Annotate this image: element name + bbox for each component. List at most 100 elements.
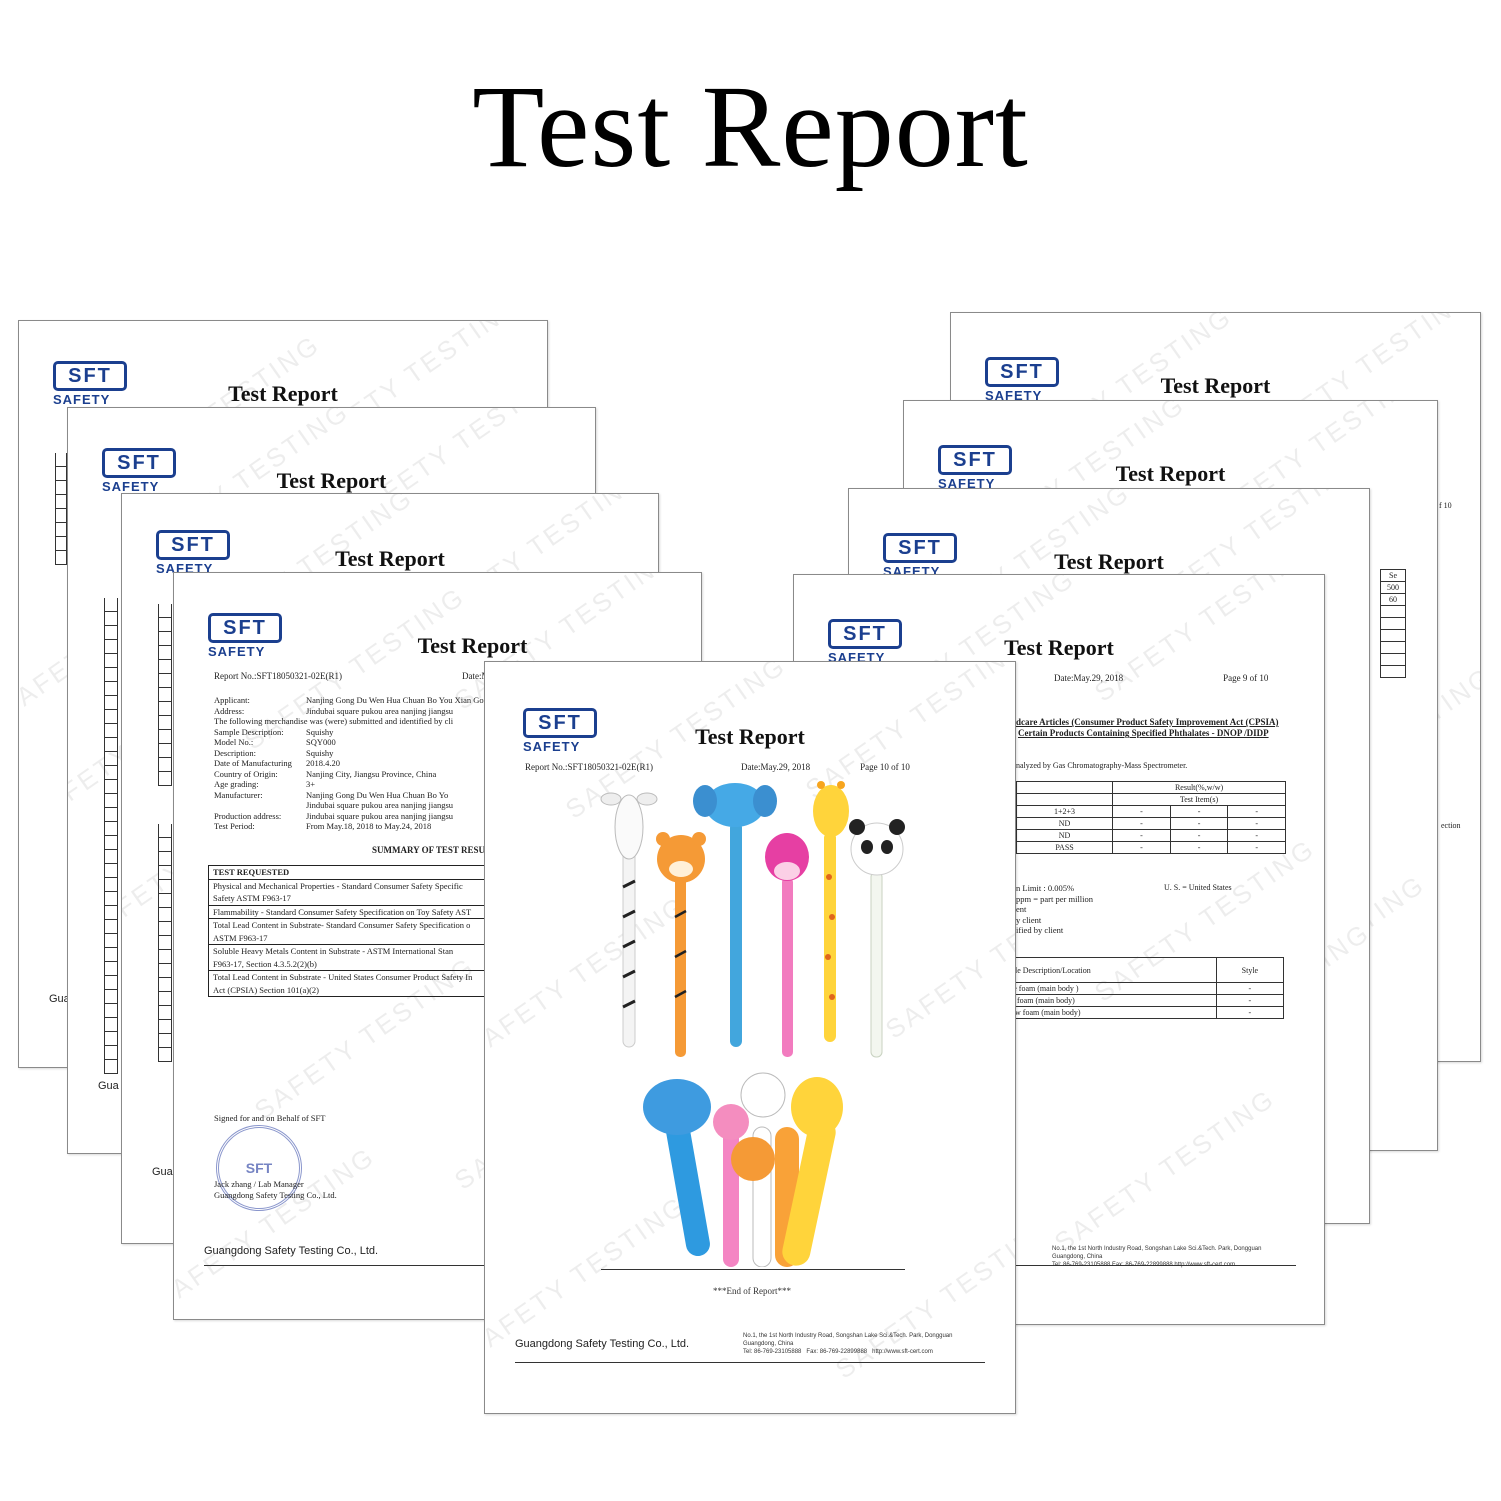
field-label: Applicant: (214, 695, 250, 705)
field-label: Production address: (214, 810, 282, 821)
field-value: Squishy (306, 726, 334, 737)
field-value: From May.18, 2018 to May.24, 2018 (306, 821, 432, 831)
footer-company: Guangdong Safety Testing Co., Ltd. (515, 1338, 690, 1350)
sheet-title: Test Report (1160, 373, 1271, 398)
field-row: Description:Squishy (214, 748, 492, 759)
field-value: Jindubai square pukou area nanjing jiang… (306, 810, 454, 821)
field-label: Description: (214, 747, 257, 758)
field-value: 3+ (306, 779, 316, 789)
footer-company: Gua (152, 1166, 173, 1178)
field-value: Nanjing Gong Du Wen Hua Chuan Bo Yo (306, 789, 449, 800)
report-meta: Report No.:SFT18050321-02E(R1) Date:May.… (214, 671, 511, 681)
field-value: Jindubai square pukou area nanjing jiang… (306, 705, 454, 716)
test-row: Total Lead Content in Substrate- Standar… (209, 918, 701, 932)
table-fragment (158, 604, 172, 786)
footer-rule (1016, 1265, 1296, 1266)
section-heading: dcare Articles (Consumer Product Safety … (1016, 717, 1279, 727)
sheet-title: Test Report (276, 468, 387, 493)
footer-address: No.1, the 1st North Industry Road, Songs… (1052, 1246, 1262, 1268)
test-row: Act (CPSIA) Section 101(a)(2) (213, 984, 319, 995)
report-number: Report No.:SFT18050321-02E(R1) (525, 762, 653, 772)
note-line: ppm = part per million (1016, 893, 1094, 904)
table-fragment (55, 453, 67, 565)
page-title: Test Report (472, 61, 1029, 192)
field-row: Date of Manufacturing 2018.4.20 (214, 758, 492, 769)
footer-company: Gua (98, 1080, 119, 1092)
field-label: Country of Origin: (214, 768, 278, 779)
note-line: n Limit : 0.005% (1016, 883, 1075, 893)
table-fragment (158, 824, 172, 1062)
report-number: Report No.:SFT18050321-02E(R1) (214, 671, 342, 681)
field-label (214, 800, 306, 811)
report-date: Date:May.29, 2018 (741, 762, 811, 772)
test-row: F963-17, Section 4.3.5.2(2)(b) (213, 958, 317, 969)
field-label: Test Period: (214, 821, 255, 831)
footer-company: Guangdong Safety Testing Co., Ltd. (204, 1245, 379, 1257)
photo-rule (601, 1269, 905, 1270)
field-label: The following merchandise was (were) sub… (214, 716, 454, 726)
footer-rule (204, 1265, 684, 1266)
us-note: U. S. = United States (1164, 883, 1232, 892)
report-meta: Report No.:SFT18050321-02E(R1) Date:May.… (525, 762, 910, 772)
signer: Jack zhang / Lab Manager Guangdong Safet… (214, 1179, 337, 1200)
sheet-title: Test Report (228, 381, 338, 406)
table-fragment (104, 598, 118, 1074)
field-row: Model No.: SQY000 (214, 737, 492, 748)
signed-label: Signed for and on Behalf of SFT (214, 1113, 326, 1123)
footer-rule (515, 1362, 985, 1363)
page-number: Page 10 of 10 (860, 762, 910, 772)
footer-company: Gua (49, 993, 70, 1005)
result-table: Result(%,w/w) Test Item(s) 1+2+3--- ND--… (1015, 781, 1286, 854)
field-label: Date of Manufacturing (214, 758, 292, 768)
field-value: 2018.4.20 (306, 758, 340, 768)
test-row: Total Lead Content in Substrate - United… (209, 970, 701, 984)
field-row: Jindubai square pukou area nanjing jiang… (214, 800, 492, 811)
end-of-report: ***End of Report*** (713, 1286, 791, 1296)
field-row: Manufacturer:Nanjing Gong Du Wen Hua Chu… (214, 790, 492, 801)
field-label: Address: (214, 705, 245, 716)
section-heading: Certain Products Containing Specified Ph… (1018, 728, 1269, 738)
field-label: Age grading: (214, 779, 259, 789)
field-value: Jindubai square pukou area nanjing jiang… (306, 800, 454, 810)
field-value: SQY000 (306, 737, 336, 747)
sheet-title: Test Report (1004, 635, 1114, 660)
sheet-title: Test Report (695, 724, 805, 749)
sheet-title: Test Report (417, 633, 528, 658)
field-row: Sample Description: Squishy (214, 727, 492, 738)
field-row: Production address: Jindubai square pukou… (214, 811, 492, 822)
field-label: Model No.: (214, 737, 254, 747)
summary-heading: SUMMARY OF TEST RESU (372, 845, 485, 855)
page-number: Page 9 of 10 (1223, 673, 1269, 683)
test-row: TEST REQUESTED (213, 867, 290, 877)
note-line: y client (1016, 914, 1042, 925)
test-row: Soluble Heavy Metals Content in Substrat… (209, 944, 701, 958)
product-photo-top (600, 781, 905, 1058)
field-label: Sample Description: (214, 726, 284, 737)
test-row: Physical and Mechanical Properties - Sta… (209, 878, 701, 893)
field-value: Nanjing City, Jiangsu Province, China (306, 768, 437, 779)
field-row: Address: Jindubai square pukou area nanji… (214, 706, 492, 717)
report-date: Date:May.29, 2018 (1054, 673, 1124, 683)
sheet-title: Test Report (335, 546, 445, 571)
field-value: Nanjing Gong Du Wen Hua Chuan Bo You Xia… (306, 695, 493, 705)
field-row: The following merchandise was (were) sub… (214, 716, 492, 727)
page-fragment: f 10 (1439, 501, 1452, 510)
note-line: ified by client (1016, 925, 1064, 935)
test-row: Flammability - Standard Consumer Safety … (209, 904, 701, 919)
field-row: Country of Origin: Nanjing City, Jiangsu … (214, 769, 492, 780)
result-table-fragment: Se 500 60 (1380, 569, 1406, 678)
company-stamp: SFT (216, 1125, 302, 1211)
field-row: Age grading: 3+ (214, 779, 492, 790)
note-line: ent (1016, 904, 1027, 914)
field-row: Applicant: Nanjing Gong Du Wen Hua Chuan … (214, 695, 492, 706)
report-meta: Date:May.29, 2018 Page 9 of 10 (1054, 673, 1268, 683)
test-row: ASTM F963-17 (213, 932, 268, 943)
